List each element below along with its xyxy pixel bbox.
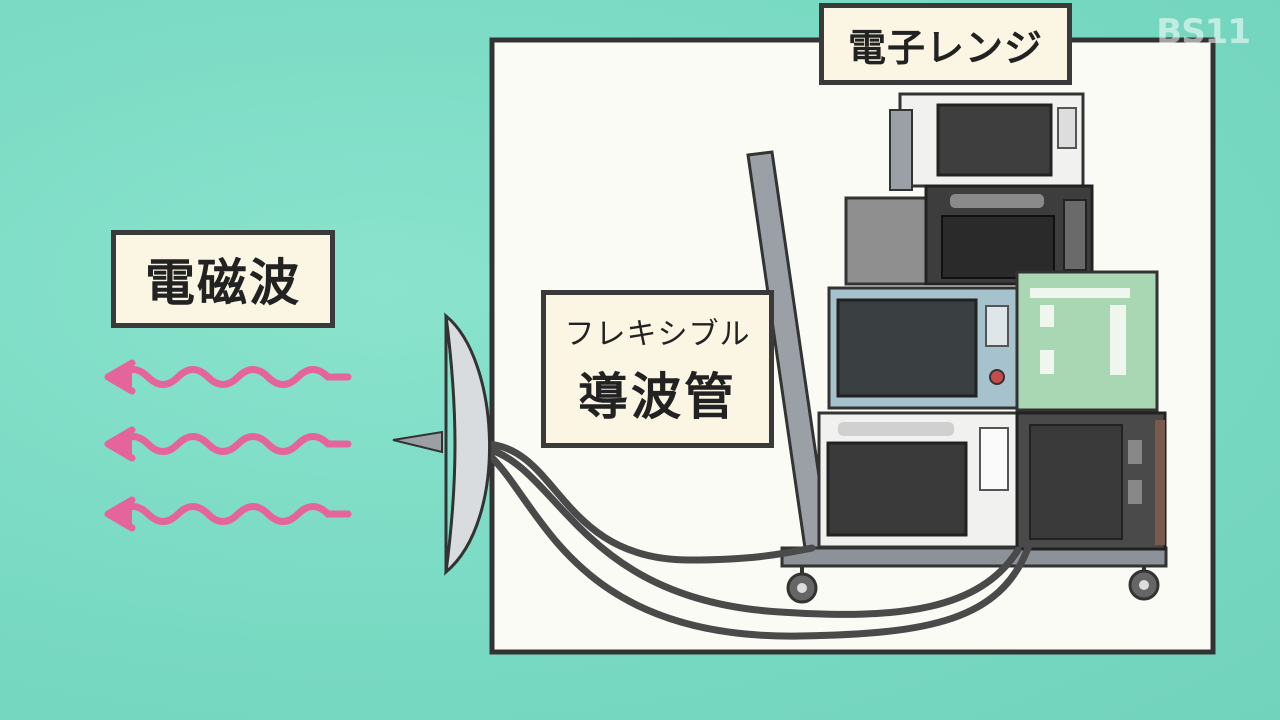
hand-truck-icon — [746, 150, 1168, 604]
channel-watermark: BS11 — [1156, 12, 1251, 52]
electromagnetic-wave-label: 電磁波 — [111, 230, 335, 328]
microwave-oven-icon — [844, 184, 1094, 286]
flexible-waveguide-text-line1: フレキシブル — [564, 317, 751, 352]
microwave-oven-icon — [1015, 411, 1167, 551]
wave-arrow-middle — [104, 426, 352, 462]
microwave-oven-icon — [827, 286, 1019, 410]
microwave-oven-label: 電子レンジ — [819, 3, 1072, 85]
microwave-oven-icon — [1015, 270, 1159, 412]
microwave-oven-icon — [889, 92, 1085, 191]
flexible-waveguide-text-line2: 導波管 — [578, 368, 737, 426]
electromagnetic-wave-text: 電磁波 — [145, 254, 301, 312]
microwave-oven-text: 電子レンジ — [847, 25, 1043, 70]
parabolic-antenna-icon — [392, 312, 491, 576]
flexible-waveguide-cables — [484, 440, 1032, 640]
microwave-oven-icon — [817, 411, 1019, 549]
wave-arrow-top — [104, 359, 352, 395]
wave-arrow-bottom — [104, 496, 352, 532]
microwave-oven-stack — [817, 92, 1167, 551]
flexible-waveguide-label: フレキシブル 導波管 — [541, 290, 774, 448]
